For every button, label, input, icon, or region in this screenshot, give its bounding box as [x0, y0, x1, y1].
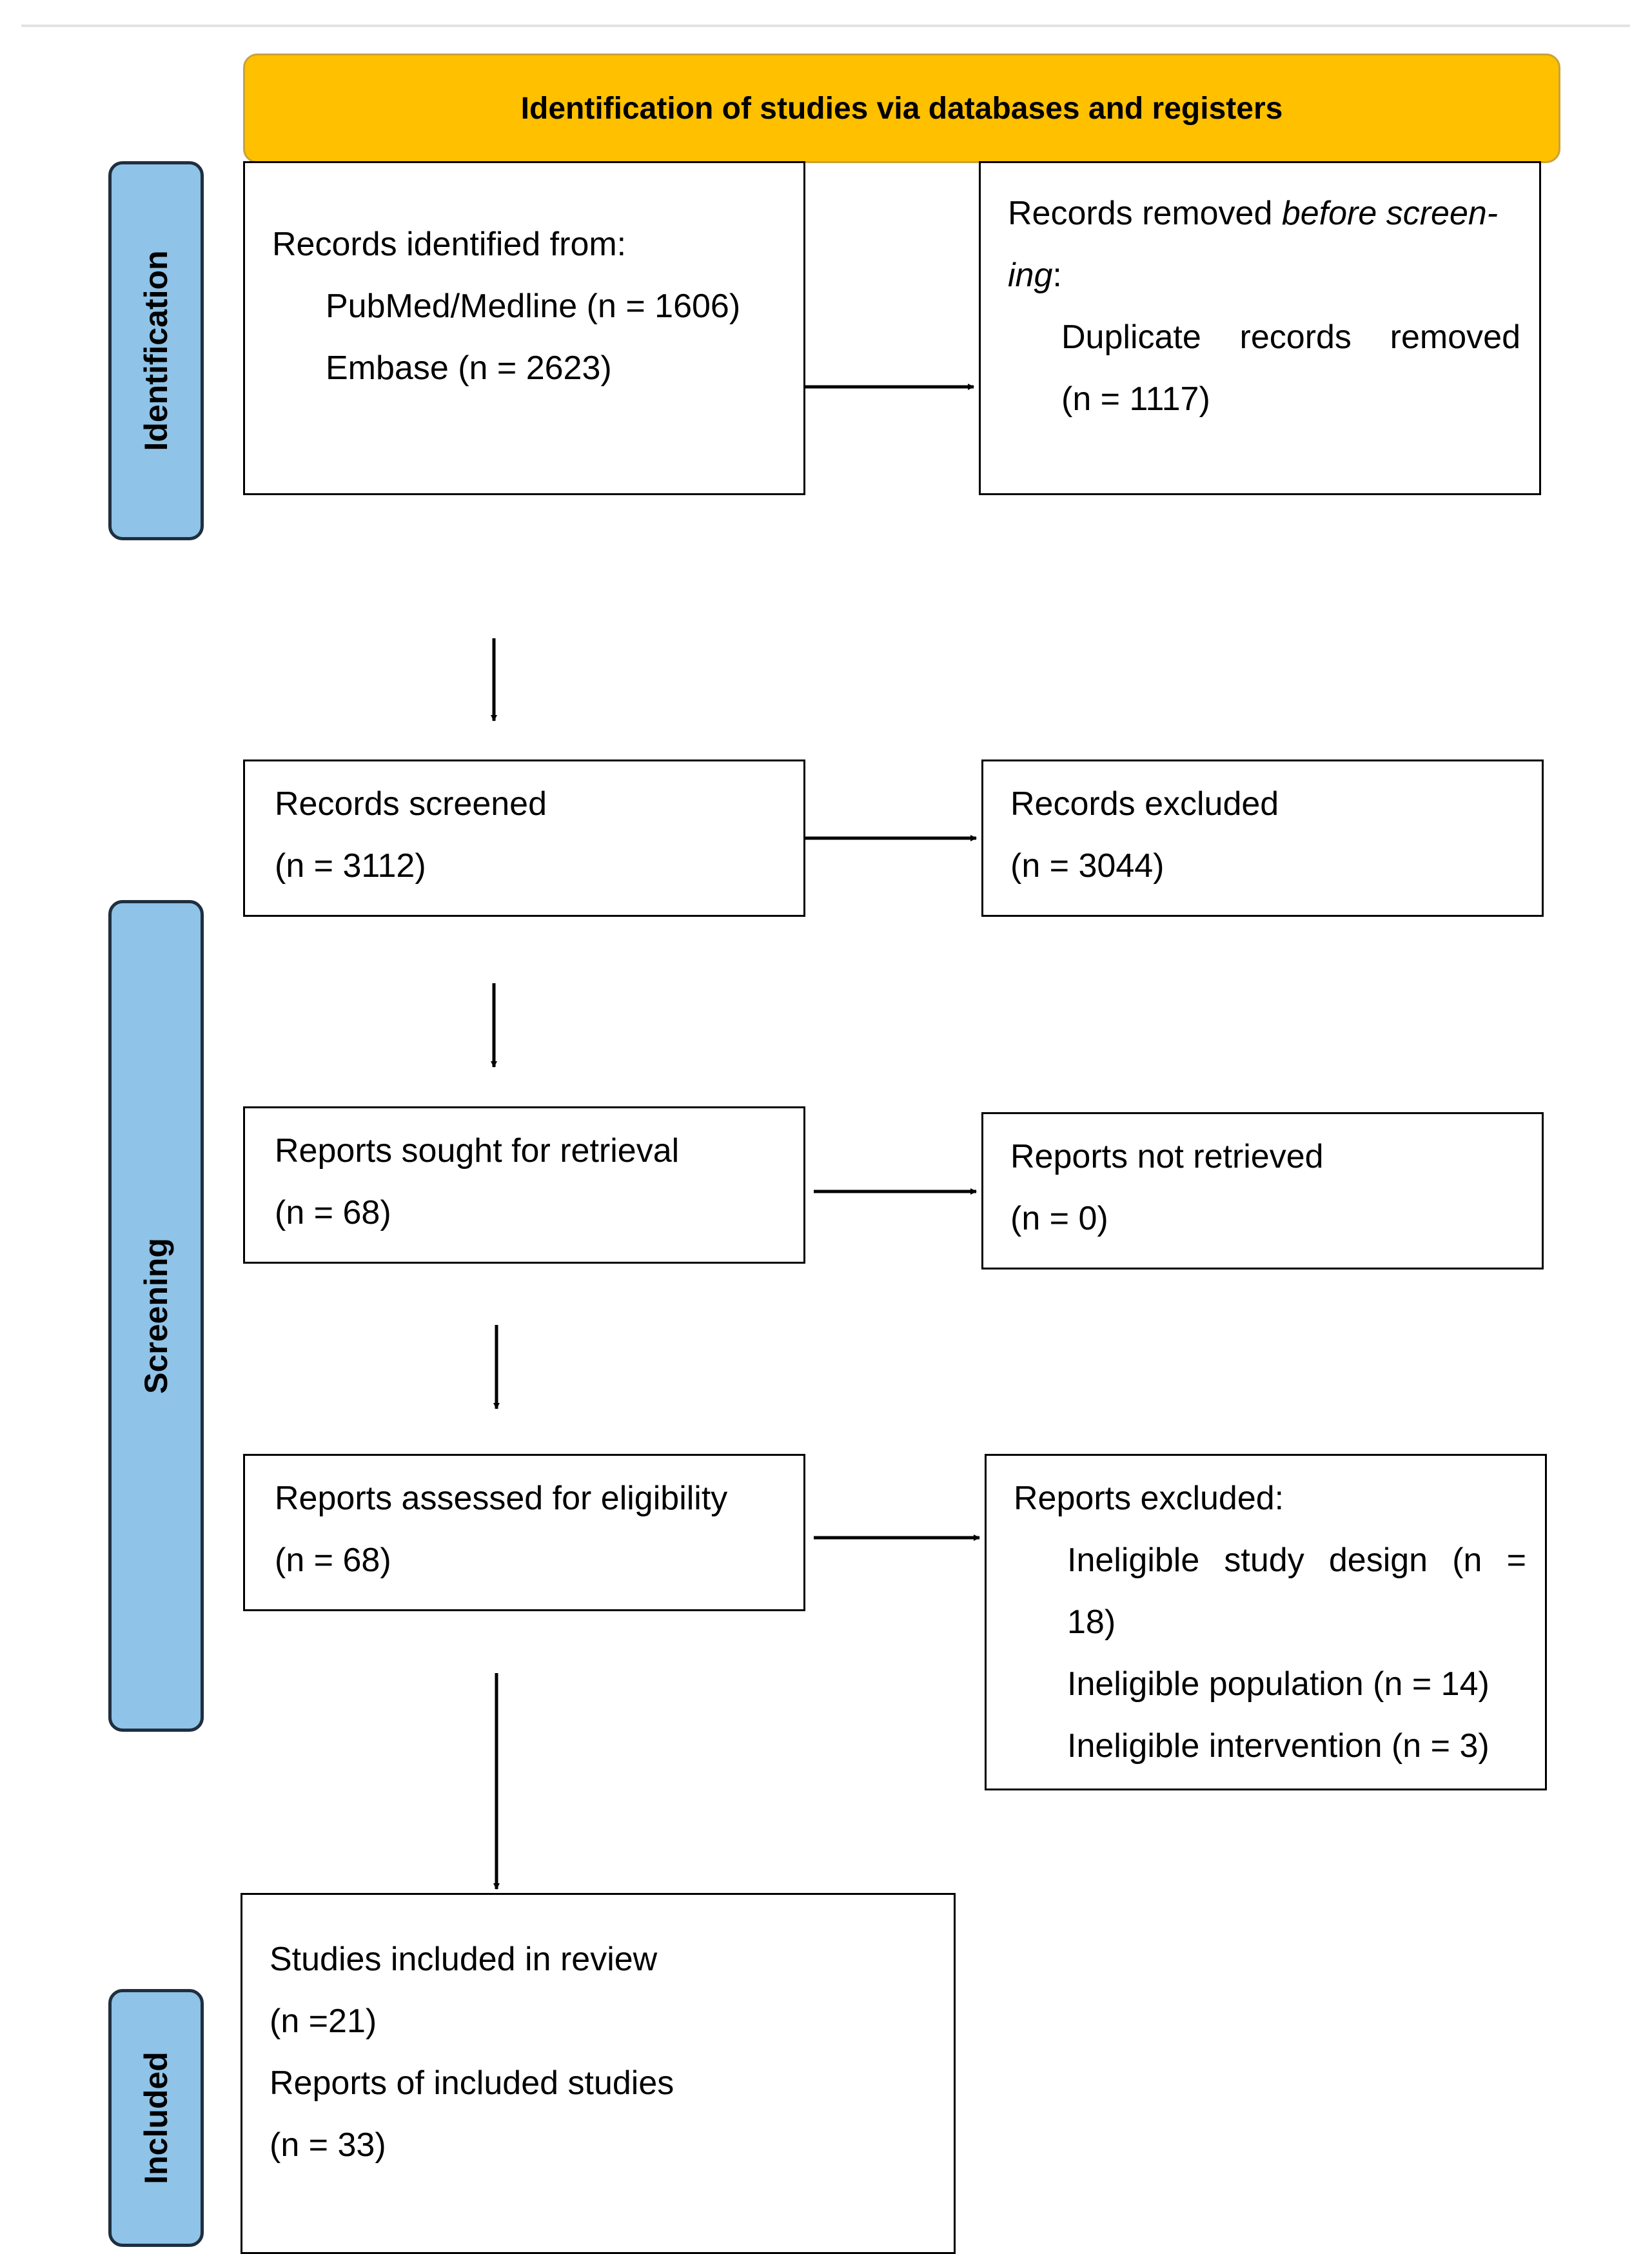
records-screened-box: Records screened (n = 3112) — [243, 760, 805, 917]
records-removed-box: Records removed before screen- ing: Dupl… — [979, 161, 1541, 495]
records-excluded-label: Records excluded — [1010, 785, 1279, 823]
phase-screening: Screening — [108, 900, 204, 1732]
reports-sought-box: Reports sought for retrieval (n = 68) — [243, 1106, 805, 1264]
records-removed-heading-text: Records removed — [1008, 195, 1282, 232]
ineligible-population: Ineligible population (n = 14) — [1067, 1665, 1490, 1703]
identification-header: Identification of studies via databases … — [243, 54, 1560, 163]
duplicate-records-label: Duplicate records removed — [1061, 318, 1520, 356]
ineligible-design-count: 18) — [1067, 1603, 1116, 1641]
reports-excluded-heading: Reports excluded: — [1014, 1480, 1284, 1517]
records-removed-heading: Records removed before screen- — [1008, 194, 1498, 233]
studies-included-label: Studies included in review — [270, 1941, 658, 1978]
ineligible-design-label: Ineligible study design (n = — [1067, 1542, 1526, 1579]
reports-not-retrieved-count: (n = 0) — [1010, 1200, 1108, 1237]
pubmed-count: PubMed/Medline (n = 1606) — [326, 288, 741, 325]
records-removed-heading-colon: : — [1052, 257, 1062, 294]
reports-excluded-box: Reports excluded: Ineligible study desig… — [985, 1454, 1547, 1790]
records-removed-heading-italic: before screen- — [1281, 195, 1499, 232]
records-identified-box: Records identified from: PubMed/Medline … — [243, 161, 805, 495]
studies-included-count: (n =21) — [270, 2003, 377, 2040]
reports-included-count: (n = 33) — [270, 2126, 386, 2164]
reports-included-label: Reports of included studies — [270, 2064, 674, 2102]
records-removed-heading-cont-italic: ing — [1008, 257, 1053, 294]
duplicate-records-count: (n = 1117) — [1061, 380, 1210, 418]
reports-not-retrieved-box: Reports not retrieved (n = 0) — [981, 1112, 1544, 1269]
records-removed-heading-cont: ing: — [1008, 256, 1062, 295]
top-divider — [21, 24, 1630, 27]
records-screened-label: Records screened — [275, 785, 547, 823]
records-screened-count: (n = 3112) — [275, 847, 426, 885]
header-title: Identification of studies via databases … — [520, 91, 1283, 126]
ineligible-intervention: Ineligible intervention (n = 3) — [1067, 1727, 1490, 1765]
records-excluded-box: Records excluded (n = 3044) — [981, 760, 1544, 917]
studies-included-box: Studies included in review (n =21) Repor… — [241, 1893, 956, 2254]
reports-sought-count: (n = 68) — [275, 1194, 391, 1231]
reports-not-retrieved-label: Reports not retrieved — [1010, 1138, 1324, 1175]
phase-identification: Identification — [108, 161, 204, 540]
reports-assessed-count: (n = 68) — [275, 1542, 391, 1579]
reports-assessed-box: Reports assessed for eligibility (n = 68… — [243, 1454, 805, 1611]
records-identified-heading: Records identified from: — [272, 226, 627, 263]
embase-count: Embase (n = 2623) — [326, 349, 612, 387]
reports-sought-label: Reports sought for retrieval — [275, 1132, 680, 1170]
records-excluded-count: (n = 3044) — [1010, 847, 1165, 885]
reports-assessed-label: Reports assessed for eligibility — [275, 1480, 728, 1517]
